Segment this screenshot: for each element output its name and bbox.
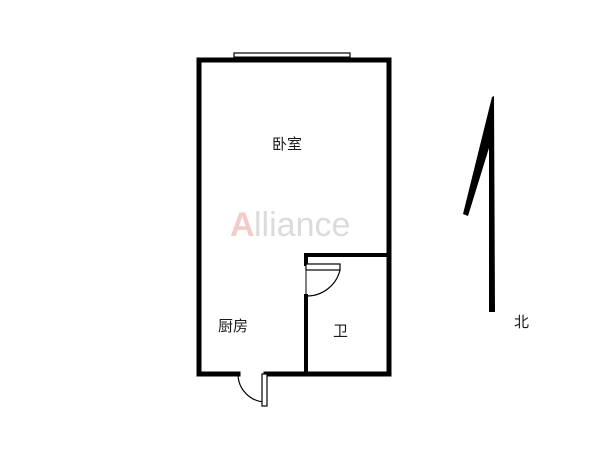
entrance-door bbox=[237, 373, 268, 407]
watermark-text: lliance bbox=[254, 206, 350, 244]
room-label-kitchen: 厨房 bbox=[218, 317, 248, 335]
room-label-bedroom: 卧室 bbox=[272, 135, 302, 153]
north-label: 北 bbox=[514, 313, 529, 331]
outer-walls bbox=[196, 57, 392, 377]
watermark-accent: A bbox=[230, 206, 255, 244]
bathroom-walls bbox=[304, 253, 391, 376]
north-arrow: 北 bbox=[463, 96, 529, 331]
room-label-bathroom: 卫 bbox=[333, 322, 348, 340]
watermark: A lliance bbox=[230, 206, 350, 244]
bathroom-door bbox=[305, 263, 341, 297]
